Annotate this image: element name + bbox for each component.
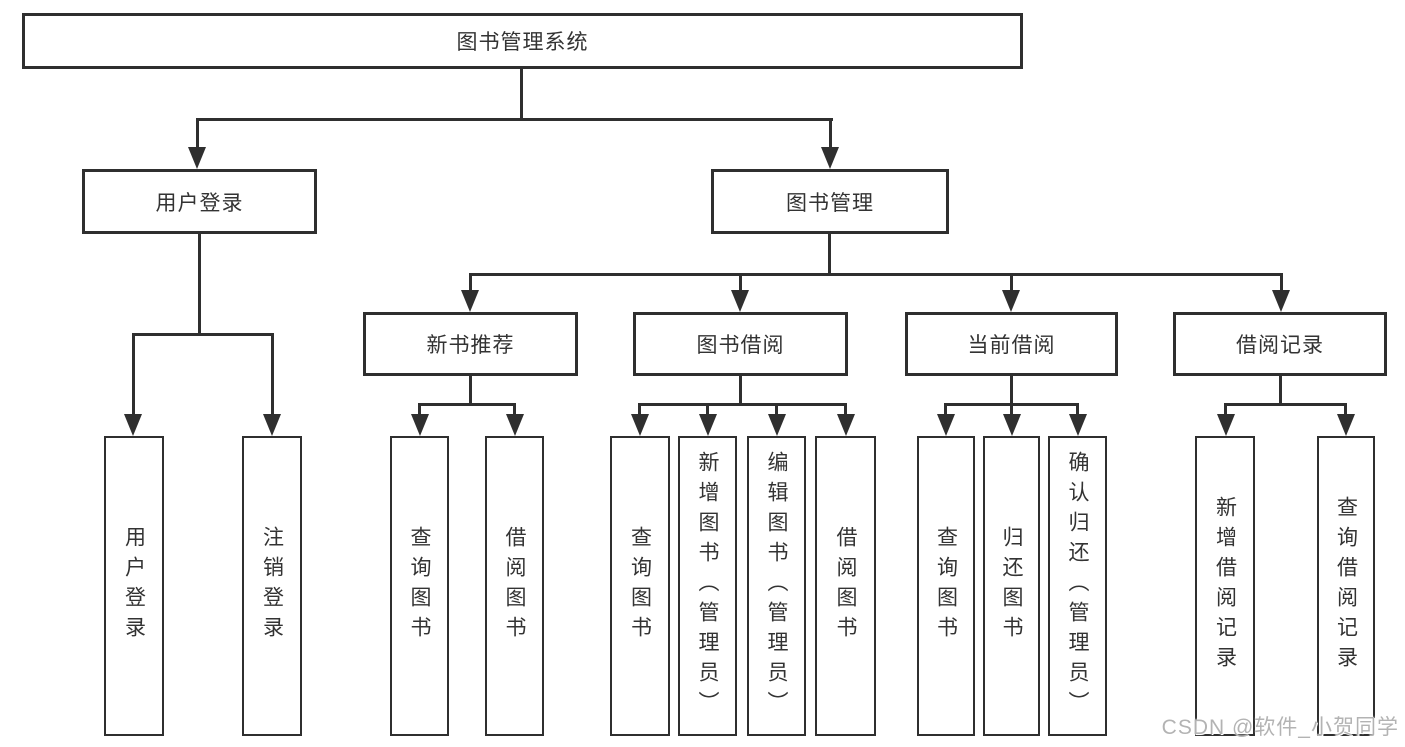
leaf-label: 编辑图书（管理员） <box>765 451 788 721</box>
leaf-label: 新增图书（管理员） <box>696 451 719 721</box>
node-label: 新书推荐 <box>426 334 515 357</box>
connector-stem <box>469 273 472 294</box>
leaf-edit-book-admin: 编辑图书（管理员） <box>747 436 806 736</box>
leaf-label: 归还图书 <box>1000 526 1023 646</box>
leaf-borrow-books-recommend: 借阅图书 <box>485 436 544 736</box>
connector-bookmgmt-trunk <box>828 234 831 276</box>
connector-stem <box>1010 403 1013 416</box>
connector-stem <box>844 403 847 416</box>
arrow-down-icon <box>699 414 717 436</box>
node-current-borrow: 当前借阅 <box>905 312 1118 376</box>
arrow-down-icon <box>1217 414 1235 436</box>
connector-stem <box>1224 403 1227 416</box>
leaf-label: 查询图书 <box>934 526 958 646</box>
node-user-login: 用户登录 <box>82 169 317 234</box>
csdn-watermark: CSDN @软件_小贺同学 <box>1161 716 1399 739</box>
leaf-return-books: 归还图书 <box>983 436 1040 736</box>
leaf-logout: 注销登录 <box>242 436 302 736</box>
connector-bar <box>418 403 516 406</box>
leaf-user-login: 用户登录 <box>104 436 164 736</box>
connector-bookmgmt-bar <box>469 273 1283 276</box>
connector-stem <box>132 333 135 414</box>
leaf-label: 查询图书 <box>408 526 431 646</box>
connector-root-trunk <box>520 69 523 120</box>
arrow-down-icon <box>1272 290 1290 312</box>
node-book-borrow: 图书借阅 <box>633 312 848 376</box>
leaf-query-books-current: 查询图书 <box>917 436 975 736</box>
connector-stem <box>739 273 742 294</box>
leaf-add-book-admin: 新增图书（管理员） <box>678 436 737 736</box>
node-borrow-record: 借阅记录 <box>1173 312 1387 376</box>
leaf-label: 注销登录 <box>260 526 284 646</box>
node-label: 当前借阅 <box>967 334 1056 357</box>
arrow-down-icon <box>768 414 786 436</box>
leaf-label: 借阅图书 <box>503 526 526 646</box>
connector-stem <box>1076 403 1079 416</box>
connector-stem <box>513 403 516 416</box>
connector-stem <box>1344 403 1347 416</box>
node-label: 图书借阅 <box>696 334 785 357</box>
arrow-down-icon <box>821 147 839 169</box>
connector-root-bar <box>196 118 833 121</box>
arrow-down-icon <box>731 290 749 312</box>
connector-stem <box>775 403 778 416</box>
leaf-confirm-return-admin: 确认归还（管理员） <box>1048 436 1107 736</box>
leaf-label: 确认归还（管理员） <box>1066 451 1089 721</box>
connector-stem <box>1280 273 1283 294</box>
arrow-down-icon <box>506 414 524 436</box>
connector-trunk <box>739 376 742 406</box>
connector-stem <box>944 403 947 416</box>
arrow-down-icon <box>263 414 281 436</box>
leaf-query-borrow-record: 查询借阅记录 <box>1317 436 1375 736</box>
connector-trunk <box>1010 376 1013 406</box>
arrow-down-icon <box>1002 290 1020 312</box>
connector-bar <box>1224 403 1347 406</box>
arrow-down-icon <box>124 414 142 436</box>
arrow-down-icon <box>631 414 649 436</box>
connector-userlogin-bar <box>132 333 274 336</box>
node-label: 借阅记录 <box>1236 334 1324 357</box>
node-label: 图书管理 <box>786 191 874 215</box>
leaf-query-books-recommend: 查询图书 <box>390 436 449 736</box>
connector-stem <box>271 333 274 414</box>
leaf-label: 用户登录 <box>122 526 146 646</box>
arrow-down-icon <box>411 414 429 436</box>
leaf-borrow-books: 借阅图书 <box>815 436 876 736</box>
arrow-down-icon <box>1069 414 1087 436</box>
leaf-label: 查询图书 <box>628 526 652 646</box>
arrow-down-icon <box>937 414 955 436</box>
connector-stem <box>706 403 709 416</box>
connector-trunk <box>469 376 472 406</box>
node-label: 用户登录 <box>155 191 244 215</box>
connector-userlogin-trunk <box>198 234 201 336</box>
leaf-query-books-borrow: 查询图书 <box>610 436 670 736</box>
leaf-label: 查询借阅记录 <box>1334 496 1358 676</box>
arrow-down-icon <box>461 290 479 312</box>
leaf-add-borrow-record: 新增借阅记录 <box>1195 436 1255 736</box>
arrow-down-icon <box>1003 414 1021 436</box>
connector-stem-book-mgmt <box>829 118 832 150</box>
arrow-down-icon <box>188 147 206 169</box>
connector-trunk <box>1279 376 1282 406</box>
node-system-root: 图书管理系统 <box>22 13 1023 69</box>
node-label: 图书管理系统 <box>456 31 589 54</box>
leaf-label: 新增借阅记录 <box>1213 496 1237 676</box>
connector-stem <box>638 403 641 416</box>
arrow-down-icon <box>837 414 855 436</box>
connector-stem <box>1010 273 1013 294</box>
connector-stem <box>418 403 421 416</box>
node-new-book-recommend: 新书推荐 <box>363 312 578 376</box>
connector-bar <box>638 403 847 406</box>
node-book-management: 图书管理 <box>711 169 949 234</box>
connector-stem-user-login <box>196 118 199 150</box>
leaf-label: 借阅图书 <box>834 526 857 646</box>
arrow-down-icon <box>1337 414 1355 436</box>
